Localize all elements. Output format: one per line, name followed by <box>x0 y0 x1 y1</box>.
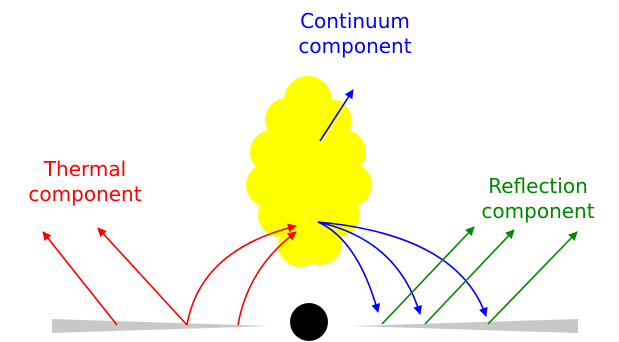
continuum-arrow-3 <box>317 221 488 317</box>
continuum-arrow-up <box>319 89 354 142</box>
accretion-disk-right <box>352 319 578 333</box>
black-hole <box>290 303 328 341</box>
thermal-arrow-4 <box>237 231 297 326</box>
thermal-label: Thermal component <box>0 157 175 207</box>
reflection-arrow-3 <box>487 231 578 325</box>
reflection-label-line1: Reflection <box>488 174 588 198</box>
thermal-arrows <box>42 223 297 326</box>
reflection-label: Reflection component <box>458 174 618 224</box>
reflection-arrow-1 <box>381 226 475 325</box>
continuum-arrow-2 <box>317 221 423 315</box>
reflection-arrows <box>381 226 578 325</box>
continuum-disk-arrows <box>317 221 488 317</box>
thermal-label-line2: component <box>28 182 142 206</box>
thermal-arrow-1 <box>42 231 118 326</box>
thermal-label-line1: Thermal <box>43 157 127 181</box>
continuum-label: Continuum component <box>255 9 455 59</box>
continuum-label-line1: Continuum <box>300 9 410 33</box>
reflection-label-line2: component <box>481 199 595 223</box>
reflection-arrow-2 <box>424 229 515 325</box>
thermal-arrow-3 <box>186 223 297 326</box>
thermal-arrow-2 <box>97 227 188 326</box>
continuum-label-line2: component <box>298 34 412 58</box>
corona-cloud <box>246 76 372 267</box>
continuum-arrow-1 <box>317 221 381 313</box>
accretion-disk-left <box>52 319 270 333</box>
